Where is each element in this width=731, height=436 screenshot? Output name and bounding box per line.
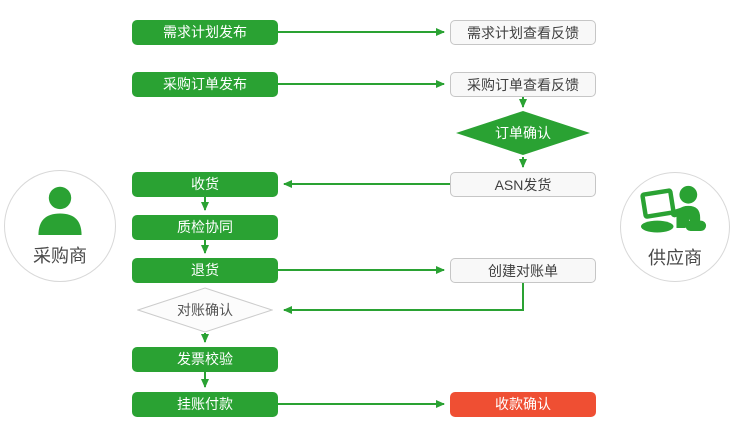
node-receipt-confirm: 收款确认 [450, 392, 596, 417]
node-order-confirm-diamond: 订单确认 [455, 110, 591, 156]
supplier-laptop-person-icon [638, 185, 712, 242]
recon-confirm-label: 对账确认 [177, 302, 233, 318]
node-create-statement: 创建对账单 [450, 258, 596, 283]
node-po-publish: 采购订单发布 [132, 72, 278, 97]
node-invoice-verify: 发票校验 [132, 347, 278, 372]
node-po-feedback: 采购订单查看反馈 [450, 72, 596, 97]
node-quality-collab: 质检协同 [132, 215, 278, 240]
node-recon-confirm-diamond: 对账确认 [137, 287, 273, 333]
actor-supplier: 供应商 [620, 172, 730, 282]
node-demand-plan-publish: 需求计划发布 [132, 20, 278, 45]
node-book-payment: 挂账付款 [132, 392, 278, 417]
node-receive-goods: 收货 [132, 172, 278, 197]
actor-buyer: 采购商 [4, 170, 116, 282]
node-asn-ship: ASN发货 [450, 172, 596, 197]
order-confirm-label: 订单确认 [495, 125, 551, 141]
supplier-label: 供应商 [648, 247, 702, 268]
buyer-person-icon [34, 185, 86, 240]
node-return-goods: 退货 [132, 258, 278, 283]
buyer-label: 采购商 [33, 245, 87, 266]
node-demand-plan-feedback: 需求计划查看反馈 [450, 20, 596, 45]
